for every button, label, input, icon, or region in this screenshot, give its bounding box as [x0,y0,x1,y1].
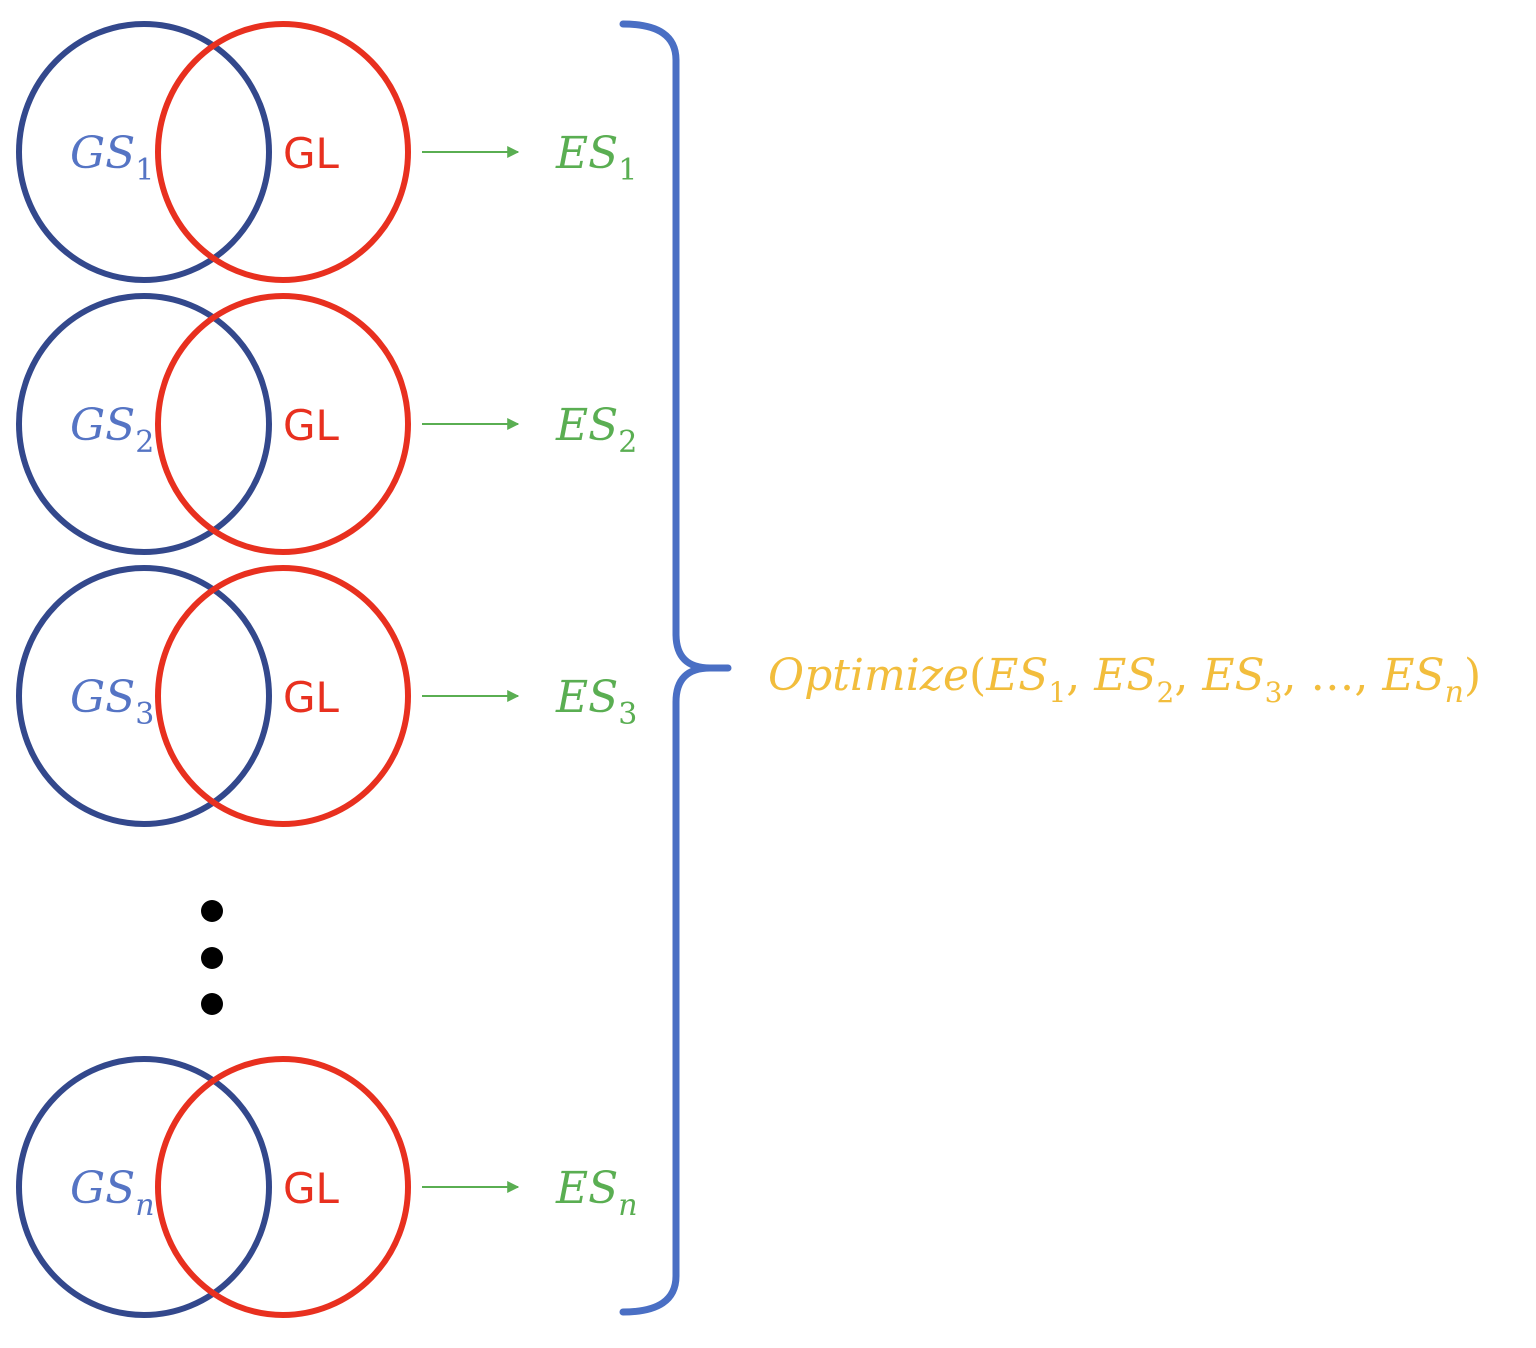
es-label-sub: 2 [618,425,637,460]
es-label: ESn [555,1163,638,1223]
arg-3-sub: 3 [1265,676,1283,709]
gs-label-base: GS [70,672,135,723]
es-label-sub: 3 [618,697,637,732]
gs-label: GS2 [70,400,154,460]
gs-circle [16,1056,272,1318]
open-paren: ( [969,650,986,701]
es-label-base: ES [555,1163,618,1214]
gs-circle [16,21,272,283]
gl-circle [155,21,411,283]
close-paren: ) [1464,650,1481,701]
ellipsis-dot [201,947,223,969]
gs-label: GS3 [70,672,154,732]
ellipsis: … [1310,650,1354,701]
arg-1-sub: 1 [1048,676,1066,709]
es-label: ES3 [555,672,637,732]
gs-label: GSn [70,1163,155,1223]
arg-2-base: ES [1093,650,1156,701]
gl-label: GL [283,673,340,722]
es-label: ES1 [555,128,637,188]
arg-3-base: ES [1201,650,1264,701]
gs-circle [16,293,272,555]
es-label: ES2 [555,400,637,460]
gs-label-base: GS [70,1163,135,1214]
gs-circle [16,565,272,827]
gl-circle [155,293,411,555]
comma: , [1282,650,1310,701]
gs-label-sub: n [135,1188,154,1223]
gl-label: GL [283,401,340,450]
comma: , [1066,650,1094,701]
arg-2-sub: 2 [1157,676,1175,709]
gs-label-base: GS [70,400,135,451]
es-label-sub: 1 [618,153,637,188]
es-label-sub: n [618,1188,637,1223]
arg-1-base: ES [985,650,1048,701]
gl-label: GL [283,1164,340,1213]
gs-label-sub: 2 [135,425,154,460]
es-label-base: ES [555,128,618,179]
gl-label: GL [283,129,340,178]
arg-n-sub: n [1445,675,1464,710]
optimize-func: Optimize [768,650,969,701]
es-label-base: ES [555,400,618,451]
gs-label-sub: 1 [135,153,154,188]
gs-label: GS1 [70,128,154,188]
gs-label-sub: 3 [135,697,154,732]
arg-n-base: ES [1381,650,1444,701]
optimize-expression: Optimize(ES1, ES2, ES3, …, ESn) [768,650,1481,710]
right-curly-brace [619,20,732,1316]
comma: , [1354,650,1382,701]
ellipsis-dot [201,993,223,1015]
ellipsis-dot [201,900,223,922]
es-label-base: ES [555,672,618,723]
comma: , [1174,650,1202,701]
gl-circle [155,1056,411,1318]
gs-label-base: GS [70,128,135,179]
gl-circle [155,565,411,827]
ellipsis-dots [201,900,223,1015]
